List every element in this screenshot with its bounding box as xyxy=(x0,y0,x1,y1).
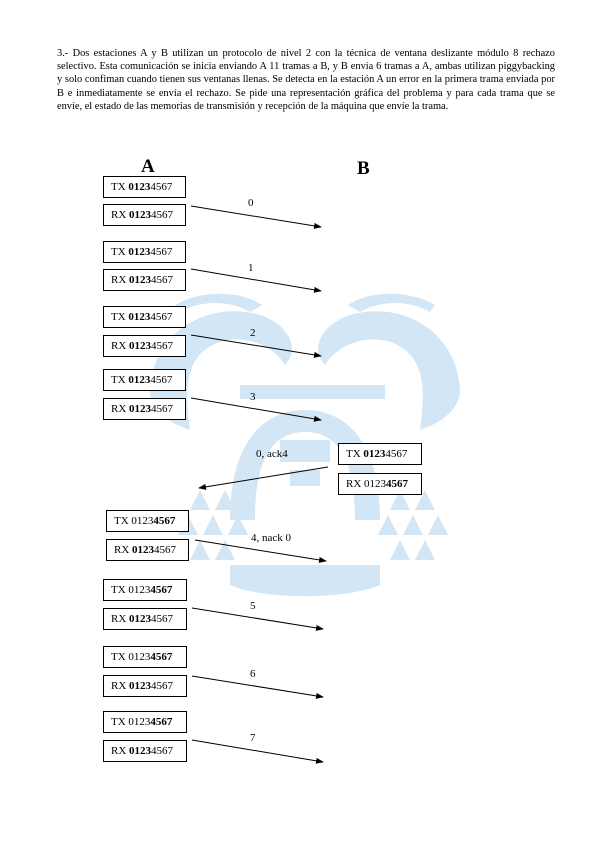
a-rx-memory-7: RX 01234567 xyxy=(103,675,187,697)
b-rx-memory-1: RX 01234567 xyxy=(338,473,422,495)
frame-label-4-nack0: 4, nack 0 xyxy=(251,532,292,544)
a-tx-memory-6: TX 01234567 xyxy=(103,579,187,601)
a-rx-memory-5: RX 01234567 xyxy=(106,539,189,561)
a-rx-memory-6: RX 01234567 xyxy=(103,608,187,630)
a-tx-memory-7: TX 01234567 xyxy=(103,646,187,668)
a-rx-memory-1: RX 01234567 xyxy=(103,204,186,226)
a-tx-memory-1: TX 01234567 xyxy=(103,176,186,198)
frame-label-3: 3 xyxy=(250,391,256,403)
a-tx-memory-5: TX 01234567 xyxy=(106,510,189,532)
a-tx-memory-2: TX 01234567 xyxy=(103,241,186,263)
frame-label-ack4: 0, ack4 xyxy=(256,448,288,460)
problem-statement: 3.- Dos estaciones A y B utilizan un pro… xyxy=(57,48,555,112)
frame-label-6: 6 xyxy=(250,668,256,680)
a-rx-memory-8: RX 01234567 xyxy=(103,740,187,762)
a-rx-memory-2: RX 01234567 xyxy=(103,269,186,291)
station-a-heading: A xyxy=(141,156,155,177)
frame-label-1: 1 xyxy=(248,262,254,274)
station-b-heading: B xyxy=(357,158,370,179)
b-tx-memory-1: TX 01234567 xyxy=(338,443,422,465)
frame-label-5: 5 xyxy=(250,600,256,612)
a-rx-memory-3: RX 01234567 xyxy=(103,335,186,357)
a-tx-memory-8: TX 01234567 xyxy=(103,711,187,733)
a-tx-memory-3: TX 01234567 xyxy=(103,306,186,328)
a-rx-memory-4: RX 01234567 xyxy=(103,398,186,420)
frame-label-2: 2 xyxy=(250,327,256,339)
frame-label-7: 7 xyxy=(250,732,256,744)
a-tx-memory-4: TX 01234567 xyxy=(103,369,186,391)
frame-label-0: 0 xyxy=(248,197,254,209)
